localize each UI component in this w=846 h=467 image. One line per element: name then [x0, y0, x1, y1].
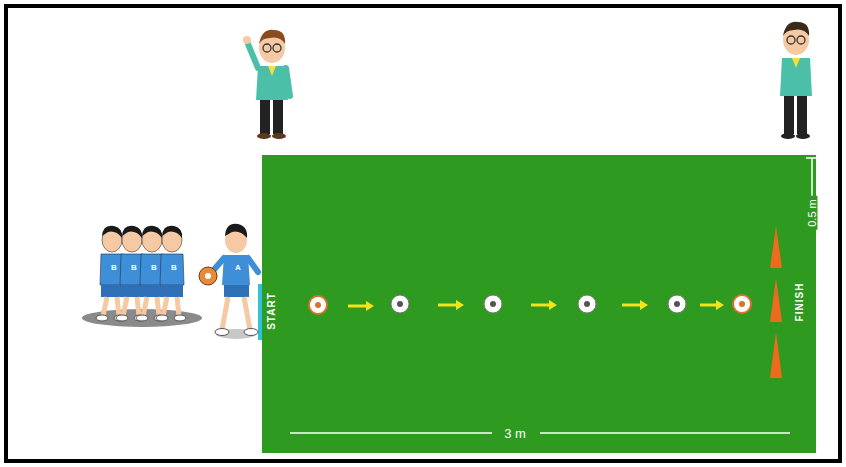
finish-label: FINISH [795, 283, 805, 322]
player-letter: B [111, 264, 117, 272]
start-label: START [267, 292, 277, 330]
dimension-label: 3 m [501, 427, 529, 440]
player-letter: A [235, 264, 241, 272]
student-figure [156, 226, 186, 321]
dimension-label: 0.5 m [807, 196, 818, 230]
player-letter: B [171, 264, 177, 272]
player-letter: B [151, 264, 157, 272]
player-letter: B [131, 264, 137, 272]
